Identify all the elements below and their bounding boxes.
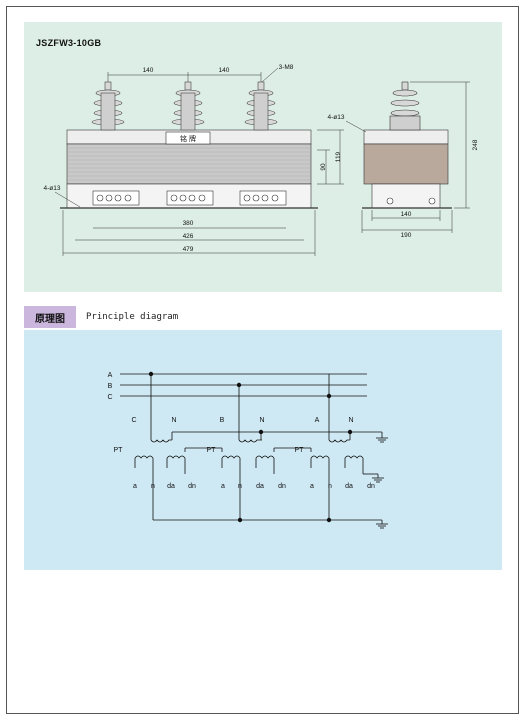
insulator-3 (244, 81, 278, 131)
dim-380: 380 (183, 220, 194, 227)
pt1-label: PT (114, 447, 124, 454)
u3-n: n (328, 483, 332, 490)
section-label: 原理图 (24, 306, 76, 328)
u1-da: da (167, 483, 175, 490)
principle-schematic: A B C C N B N A N PT PT PT a n da dn a n… (107, 371, 388, 529)
insulator-2 (171, 81, 205, 131)
u3-da: da (345, 483, 353, 490)
dim-140-side: 140 (401, 211, 412, 218)
side-view (362, 81, 452, 209)
holes-right-label: 4-ø13 (328, 114, 345, 121)
u1-n: n (151, 483, 155, 490)
pt2-label: PT (207, 447, 217, 454)
u3-dn: dn (367, 483, 375, 490)
unit1-primary-right: N (171, 417, 176, 424)
insulator-1 (91, 81, 125, 131)
nameplate (165, 131, 211, 145)
dim-479: 479 (183, 246, 194, 253)
model-title: JSZFW3-10GB (36, 38, 102, 48)
insulators (91, 81, 278, 131)
u2-dn: dn (278, 483, 286, 490)
page-frame (6, 6, 519, 714)
u2-a: a (221, 483, 225, 490)
u3-a: a (310, 483, 314, 490)
dim-248: 248 (472, 139, 479, 150)
unit2-primary-left: B (220, 417, 225, 424)
dim-140-b: 140 (219, 67, 230, 74)
dim-119: 119 (335, 151, 342, 162)
u1-a: a (133, 483, 137, 490)
dim-90: 90 (320, 163, 327, 171)
pt3-label: PT (295, 447, 305, 454)
phase-c-label: C (107, 394, 112, 401)
terminal-blocks (92, 190, 287, 206)
outline-drawing: 铭 牌 (44, 64, 479, 256)
u2-n: n (238, 483, 242, 490)
unit2-primary-right: N (259, 417, 264, 424)
unit3-primary-left: A (315, 417, 320, 424)
unit3-primary-right: N (348, 417, 353, 424)
u2-da: da (256, 483, 264, 490)
dim-426: 426 (183, 233, 194, 240)
unit1-primary-left: C (131, 417, 136, 424)
holes-left-label: 4-ø13 (44, 185, 61, 192)
schematic-panel (24, 330, 502, 570)
thread-label: 3-M8 (279, 64, 294, 71)
u1-dn: dn (188, 483, 196, 490)
nameplate-label: 铭 牌 (180, 134, 196, 143)
section-subtitle: Principle diagram (86, 312, 179, 322)
junction-dots (148, 371, 353, 523)
dim-140-a: 140 (143, 67, 154, 74)
phase-a-label: A (108, 372, 113, 379)
ground-symbols (372, 437, 388, 529)
phase-b-label: B (108, 383, 113, 390)
dim-190: 190 (401, 232, 412, 239)
